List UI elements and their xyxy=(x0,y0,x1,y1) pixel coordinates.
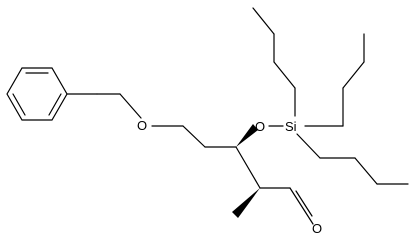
butyl-chain-lower xyxy=(296,133,409,185)
silyl-oxygen-label: O xyxy=(255,119,265,134)
silicon-label: Si xyxy=(285,119,297,134)
butyl-chain-upper xyxy=(252,7,296,117)
benzene-inner-bond-2 xyxy=(48,93,62,116)
butyl-lower-bond-3 xyxy=(354,157,378,185)
c3-to-c2-bond xyxy=(235,146,261,189)
aldehyde-double-bond xyxy=(295,190,313,217)
butyl-chain-right xyxy=(304,33,365,127)
aldehyde-cc-bond xyxy=(289,187,314,225)
ether-oxygen-label: O xyxy=(137,118,147,133)
butyl-upper-bond-2 xyxy=(273,61,296,89)
ch2-ch2-bond xyxy=(182,125,206,148)
butyl-right-bond-3 xyxy=(342,61,365,89)
butyl-lower-bond-1 xyxy=(296,133,321,159)
benzene-ring-bonds xyxy=(6,67,68,121)
stereo-wedge-methyl xyxy=(232,188,260,218)
stereo-wedge-oxygen xyxy=(236,124,258,147)
aldehyde-oxygen-label: O xyxy=(312,221,322,236)
butyl-upper-bond-4 xyxy=(252,7,275,35)
benzene-inner-bond-3 xyxy=(12,93,26,116)
benzene-ring xyxy=(6,67,68,121)
benzylic-chain-bond xyxy=(119,93,142,119)
